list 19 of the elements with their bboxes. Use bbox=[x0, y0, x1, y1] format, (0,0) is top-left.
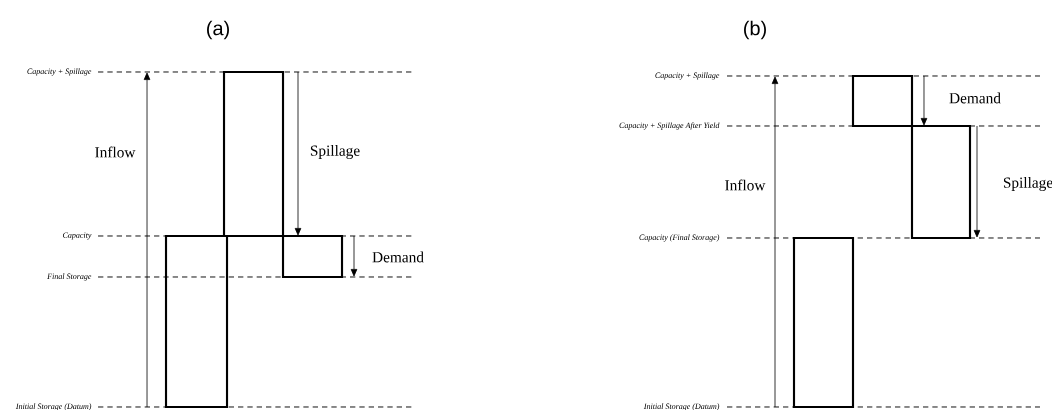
level-label: Initial Storage (Datum) bbox=[643, 403, 720, 410]
level-label: Initial Storage (Datum) bbox=[15, 403, 92, 410]
panel-label: (b) bbox=[744, 20, 766, 40]
storage-bar bbox=[851, 74, 914, 128]
level-label: Capacity (Final Storage) bbox=[639, 234, 720, 242]
storage-bar bbox=[281, 234, 344, 279]
quantity-label: Demand bbox=[949, 92, 1001, 104]
level-label: Capacity + Spillage After Yield bbox=[619, 122, 720, 130]
level-label: Capacity bbox=[62, 232, 92, 240]
panel-label: (a) bbox=[207, 20, 229, 40]
quantity-label: Inflow bbox=[95, 146, 136, 158]
storage-bar bbox=[910, 124, 972, 240]
storage-bar bbox=[164, 234, 229, 409]
level-label: Final Storage bbox=[47, 273, 92, 281]
level-label: Capacity + Spillage bbox=[27, 68, 92, 76]
storage-bar bbox=[222, 70, 285, 238]
level-label: Capacity + Spillage bbox=[655, 72, 720, 80]
quantity-label: Inflow bbox=[725, 179, 766, 191]
storage-bar bbox=[792, 236, 855, 409]
